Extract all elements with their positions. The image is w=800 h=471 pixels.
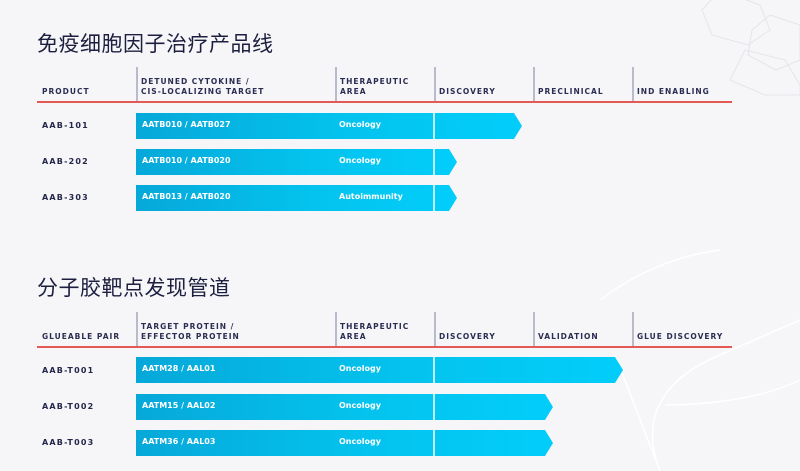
bar-area: Oncology [339, 364, 381, 373]
progress-bar: AATB010 / AATB027 Oncology [136, 113, 522, 139]
progress-bar: AATM15 / AAL02 Oncology [136, 394, 553, 420]
header-therapeutic-area: THERAPEUTIC AREA [340, 322, 410, 341]
bar-area: Oncology [339, 120, 381, 129]
bar-target: AATM36 / AAL03 [142, 437, 216, 446]
bar-separator [433, 185, 435, 211]
header-rule [37, 346, 732, 348]
bar-area: Oncology [339, 437, 381, 446]
header-validation: VALIDATION [538, 332, 599, 341]
column-divider [632, 312, 634, 346]
progress-bar: AATB010 / AATB020 Oncology [136, 149, 457, 175]
column-divider [136, 312, 138, 346]
progress-bar: AATM36 / AAL03 Oncology [136, 430, 553, 456]
progress-bar: AATB013 / AATB020 Autoimmunity [136, 185, 457, 211]
row-label: AAB-202 [42, 157, 89, 166]
bar-area: Oncology [339, 156, 381, 165]
section-title: 免疫细胞因子治疗产品线 [37, 32, 274, 56]
header-discovery: DISCOVERY [439, 87, 496, 96]
header-preclinical: PRECLINICAL [538, 87, 604, 96]
column-divider [335, 312, 337, 346]
column-divider [335, 67, 337, 101]
bar-separator [433, 113, 435, 139]
column-divider [434, 312, 436, 346]
column-divider [136, 67, 138, 101]
row-label: AAB-T001 [42, 366, 95, 375]
bar-separator [433, 430, 435, 456]
row-label: AAB-T002 [42, 402, 95, 411]
header-rule [37, 101, 732, 103]
bar-separator [433, 357, 435, 383]
header-therapeutic-area: THERAPEUTIC AREA [340, 77, 410, 96]
row-label: AAB-303 [42, 193, 89, 202]
section-title: 分子胶靶点发现管道 [37, 276, 231, 300]
header-ind-enabling: IND ENABLING [637, 87, 710, 96]
column-divider [533, 312, 535, 346]
column-divider [632, 67, 634, 101]
bar-target: AATM28 / AAL01 [142, 364, 216, 373]
column-divider [533, 67, 535, 101]
bar-target: AATB013 / AATB020 [142, 192, 231, 201]
bar-separator [433, 149, 435, 175]
header-glueable-pair: GLUEABLE PAIR [42, 332, 121, 341]
bar-area: Oncology [339, 401, 381, 410]
progress-bar: AATM28 / AAL01 Oncology [136, 357, 623, 383]
bar-target: AATB010 / AATB027 [142, 120, 231, 129]
header-discovery: DISCOVERY [439, 332, 496, 341]
row-label: AAB-101 [42, 121, 89, 130]
row-label: AAB-T003 [42, 438, 95, 447]
header-glue-discovery: GLUE DISCOVERY [637, 332, 724, 341]
bar-target: AATM15 / AAL02 [142, 401, 216, 410]
bar-separator [433, 394, 435, 420]
header-target: DETUNED CYTOKINE / CIS-LOCALIZING TARGET [141, 77, 265, 96]
bar-area: Autoimmunity [339, 192, 403, 201]
header-product: PRODUCT [42, 87, 90, 96]
bar-target: AATB010 / AATB020 [142, 156, 231, 165]
header-target-protein: TARGET PROTEIN / EFFECTOR PROTEIN [141, 322, 240, 341]
column-divider [434, 67, 436, 101]
